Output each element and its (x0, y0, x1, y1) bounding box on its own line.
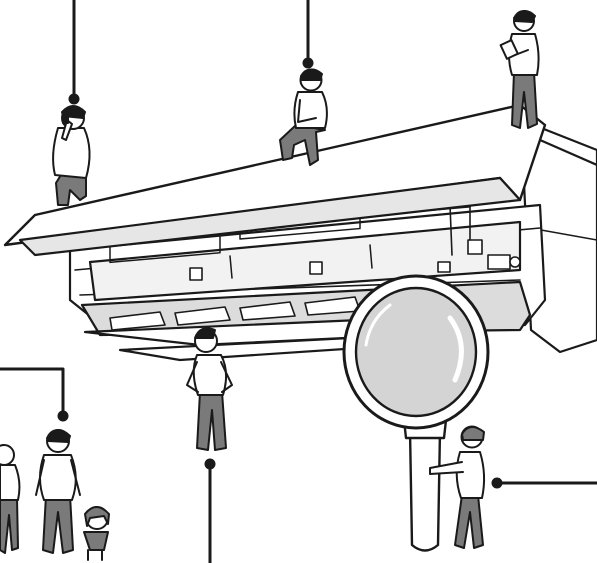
person-child-icon (84, 507, 109, 560)
air-conditioner-unit (5, 105, 597, 360)
person-sitting-phone-icon (53, 106, 89, 205)
person-partial-left-icon (0, 445, 19, 553)
person-adult-icon (36, 430, 80, 553)
